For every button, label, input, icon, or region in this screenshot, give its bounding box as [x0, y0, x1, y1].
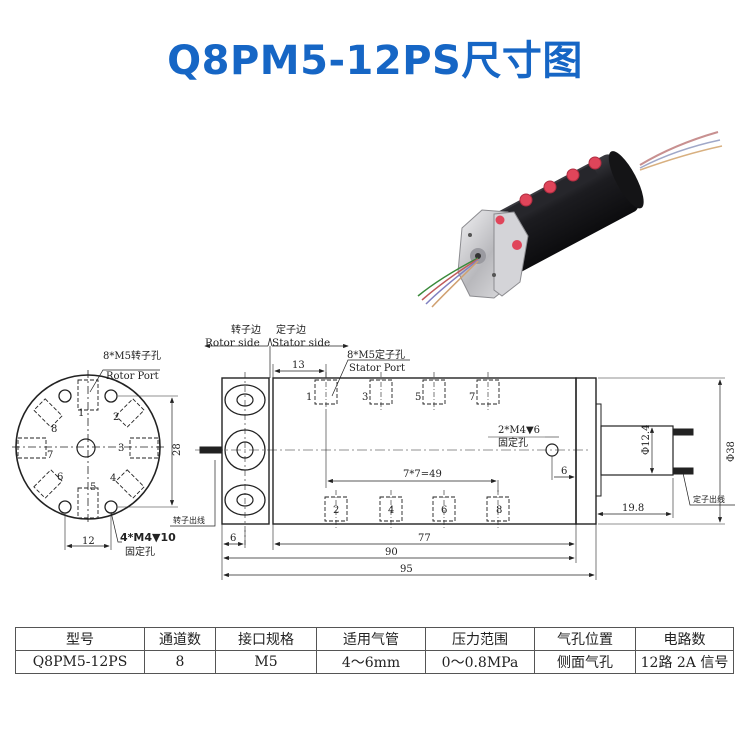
svg-text:转子边: 转子边: [231, 323, 261, 336]
air-port-icon: [543, 180, 557, 194]
svg-text:2*M4▼6: 2*M4▼6: [498, 425, 540, 436]
svg-text:Φ38: Φ38: [726, 441, 737, 462]
svg-text:77: 77: [418, 533, 431, 544]
air-port-icon: [519, 193, 533, 207]
cell-port-spec: M5: [215, 650, 317, 674]
svg-text:固定孔: 固定孔: [498, 436, 528, 449]
svg-text:8: 8: [496, 505, 502, 516]
svg-text:3: 3: [118, 443, 124, 454]
page-title: Q8PM5-12PS尺寸图: [167, 38, 583, 84]
header-tube: 适用气管: [316, 627, 426, 651]
header-model: 型号: [15, 627, 145, 651]
product-photo: [417, 131, 723, 308]
svg-text:1: 1: [78, 408, 84, 419]
header-circuits: 电路数: [635, 627, 734, 651]
svg-text:28: 28: [172, 443, 183, 456]
side-view-labels: 转子边 定子边 Rotor side Stator side 8*M5定子孔 S…: [205, 323, 737, 575]
header-port-position: 气孔位置: [534, 627, 636, 651]
svg-text:6: 6: [57, 472, 63, 483]
air-port-icon: [588, 156, 602, 170]
svg-text:3: 3: [362, 392, 368, 403]
svg-text:12: 12: [82, 536, 95, 547]
svg-text:5: 5: [415, 392, 421, 403]
svg-text:6: 6: [230, 533, 236, 544]
air-port-icon: [566, 168, 580, 182]
svg-text:19.8: 19.8: [622, 503, 644, 514]
svg-text:8*M5转子孔: 8*M5转子孔: [103, 349, 161, 362]
svg-text:6: 6: [561, 466, 567, 477]
table-row: Q8PM5-12PS 8 M5 4～6mm 0～0.8MPa 侧面气孔 12路 …: [15, 650, 734, 674]
svg-text:4: 4: [110, 473, 116, 484]
svg-text:95: 95: [400, 564, 413, 575]
svg-text:Stator Port: Stator Port: [349, 363, 405, 374]
svg-text:90: 90: [385, 547, 398, 558]
side-view: [195, 337, 735, 580]
svg-text:Rotor side: Rotor side: [205, 337, 260, 349]
svg-text:7*7=49: 7*7=49: [403, 469, 442, 480]
svg-text:8: 8: [51, 424, 57, 435]
svg-text:4: 4: [388, 505, 394, 516]
svg-text:固定孔: 固定孔: [125, 545, 155, 558]
svg-text:2: 2: [333, 505, 339, 516]
spec-table: 型号 通道数 接口规格 适用气管 压力范围 气孔位置 电路数 Q8PM5-12P…: [15, 627, 734, 674]
svg-text:2: 2: [113, 412, 119, 423]
cell-port-position: 侧面气孔: [534, 650, 636, 674]
svg-text:定子边: 定子边: [276, 323, 306, 336]
table-header-row: 型号 通道数 接口规格 适用气管 压力范围 气孔位置 电路数: [15, 627, 734, 651]
svg-text:1: 1: [306, 392, 312, 403]
svg-text:7: 7: [47, 450, 53, 461]
svg-text:4*M4▼10: 4*M4▼10: [120, 531, 176, 544]
cell-circuits: 12路 2A 信号: [635, 650, 734, 674]
svg-text:转子出线: 转子出线: [173, 515, 205, 525]
cell-pressure: 0～0.8MPa: [425, 650, 535, 674]
svg-text:Stator side: Stator side: [272, 337, 330, 349]
end-view: [12, 369, 216, 550]
dimension-drawing: 8*M5转子孔 Rotor Port 1 2 3 4 5 6 7 8 28 12…: [12, 131, 737, 580]
header-channels: 通道数: [144, 627, 216, 651]
svg-text:5: 5: [90, 482, 96, 493]
svg-text:8*M5定子孔: 8*M5定子孔: [347, 348, 405, 361]
svg-text:7: 7: [469, 392, 475, 403]
cell-channels: 8: [144, 650, 216, 674]
svg-text:定子出线: 定子出线: [693, 494, 725, 504]
cell-tube: 4～6mm: [316, 650, 426, 674]
svg-text:13: 13: [292, 360, 305, 371]
svg-text:Φ12.4: Φ12.4: [641, 425, 652, 455]
cell-model: Q8PM5-12PS: [15, 650, 145, 674]
end-view-labels: 8*M5转子孔 Rotor Port 1 2 3 4 5 6 7 8 28 12…: [47, 349, 205, 558]
header-pressure: 压力范围: [425, 627, 535, 651]
header-port-spec: 接口规格: [215, 627, 317, 651]
svg-text:Rotor Port: Rotor Port: [106, 371, 159, 382]
svg-text:6: 6: [441, 505, 447, 516]
